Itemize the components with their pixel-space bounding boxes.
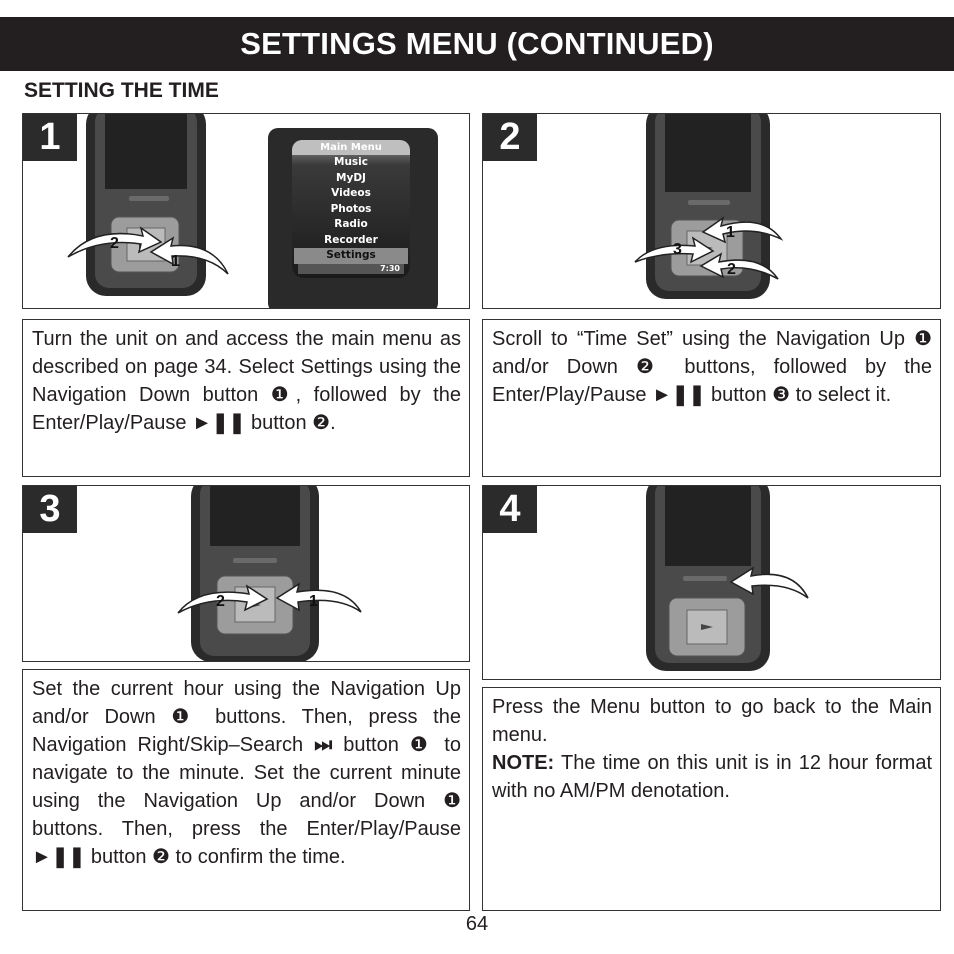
callout-2: 2 [110, 235, 119, 252]
callout-1: 1 [726, 224, 735, 241]
note-label: NOTE: [492, 752, 555, 774]
menu-item-settings: Settings [294, 248, 408, 264]
menu-item-radio: Radio [334, 218, 368, 230]
curved-arrow-icon: 1 3 2 [634, 216, 784, 280]
step-4-image-panel: 4 [482, 485, 941, 680]
step-3-text-box: Set the current hour using the Navigatio… [22, 669, 470, 911]
status-bar: 7:30 [298, 264, 404, 274]
menu-item-photos: Photos [330, 202, 372, 215]
callout-1: 1 [309, 593, 318, 610]
curved-arrow-icon [729, 566, 809, 599]
step-1-number: 1 [23, 114, 77, 161]
menu-item-videos: Videos [331, 187, 371, 199]
step-3-image-panel: 3 2 1 [22, 485, 470, 662]
callout-3: 3 [673, 241, 682, 258]
note-text: The time on this unit is in 12 hour form… [492, 752, 932, 802]
clock: 7:30 [380, 264, 400, 273]
page-number: 64 [465, 913, 489, 935]
main-menu-screen: Main Menu Music MyDJ Videos Photos Radio… [292, 140, 410, 278]
menu-screen-title: Main Menu [292, 140, 410, 155]
callout-2: 2 [216, 593, 225, 610]
step-4-number: 4 [483, 486, 537, 533]
step-4-instructions: Press the Menu button to go back to the … [492, 696, 932, 802]
menu-item-recorder: Recorder [324, 233, 378, 246]
callout-2: 2 [727, 261, 736, 278]
callout-1: 1 [171, 253, 180, 270]
step-1-text-box: Turn the unit on and access the main men… [22, 319, 470, 477]
player-illustration [646, 486, 770, 671]
curved-arrow-icon: 2 1 [177, 582, 362, 614]
player-illustration [191, 486, 319, 661]
step-2-text-box: Scroll to “Time Set” using the Navigatio… [482, 319, 941, 477]
step-3-instructions: Set the current hour using the Navigatio… [32, 678, 461, 868]
step-4-text-box: Press the Menu button to go back to the … [482, 687, 941, 911]
section-title: SETTING THE TIME [24, 79, 219, 102]
page-header: SETTINGS MENU (CONTINUED) [0, 17, 954, 71]
menu-item-mydj: MyDJ [336, 171, 366, 184]
step-2-instructions: Scroll to “Time Set” using the Navigatio… [492, 328, 932, 406]
step-3-number: 3 [23, 486, 77, 533]
step-1-instructions: Turn the unit on and access the main men… [32, 328, 461, 434]
step-2-number: 2 [483, 114, 537, 161]
curved-arrow-icon: 2 1 [67, 226, 229, 275]
page-title: SETTINGS MENU (CONTINUED) [240, 26, 714, 61]
step-2-image-panel: 2 1 3 2 [482, 113, 941, 309]
menu-item-music: Music [334, 156, 368, 168]
